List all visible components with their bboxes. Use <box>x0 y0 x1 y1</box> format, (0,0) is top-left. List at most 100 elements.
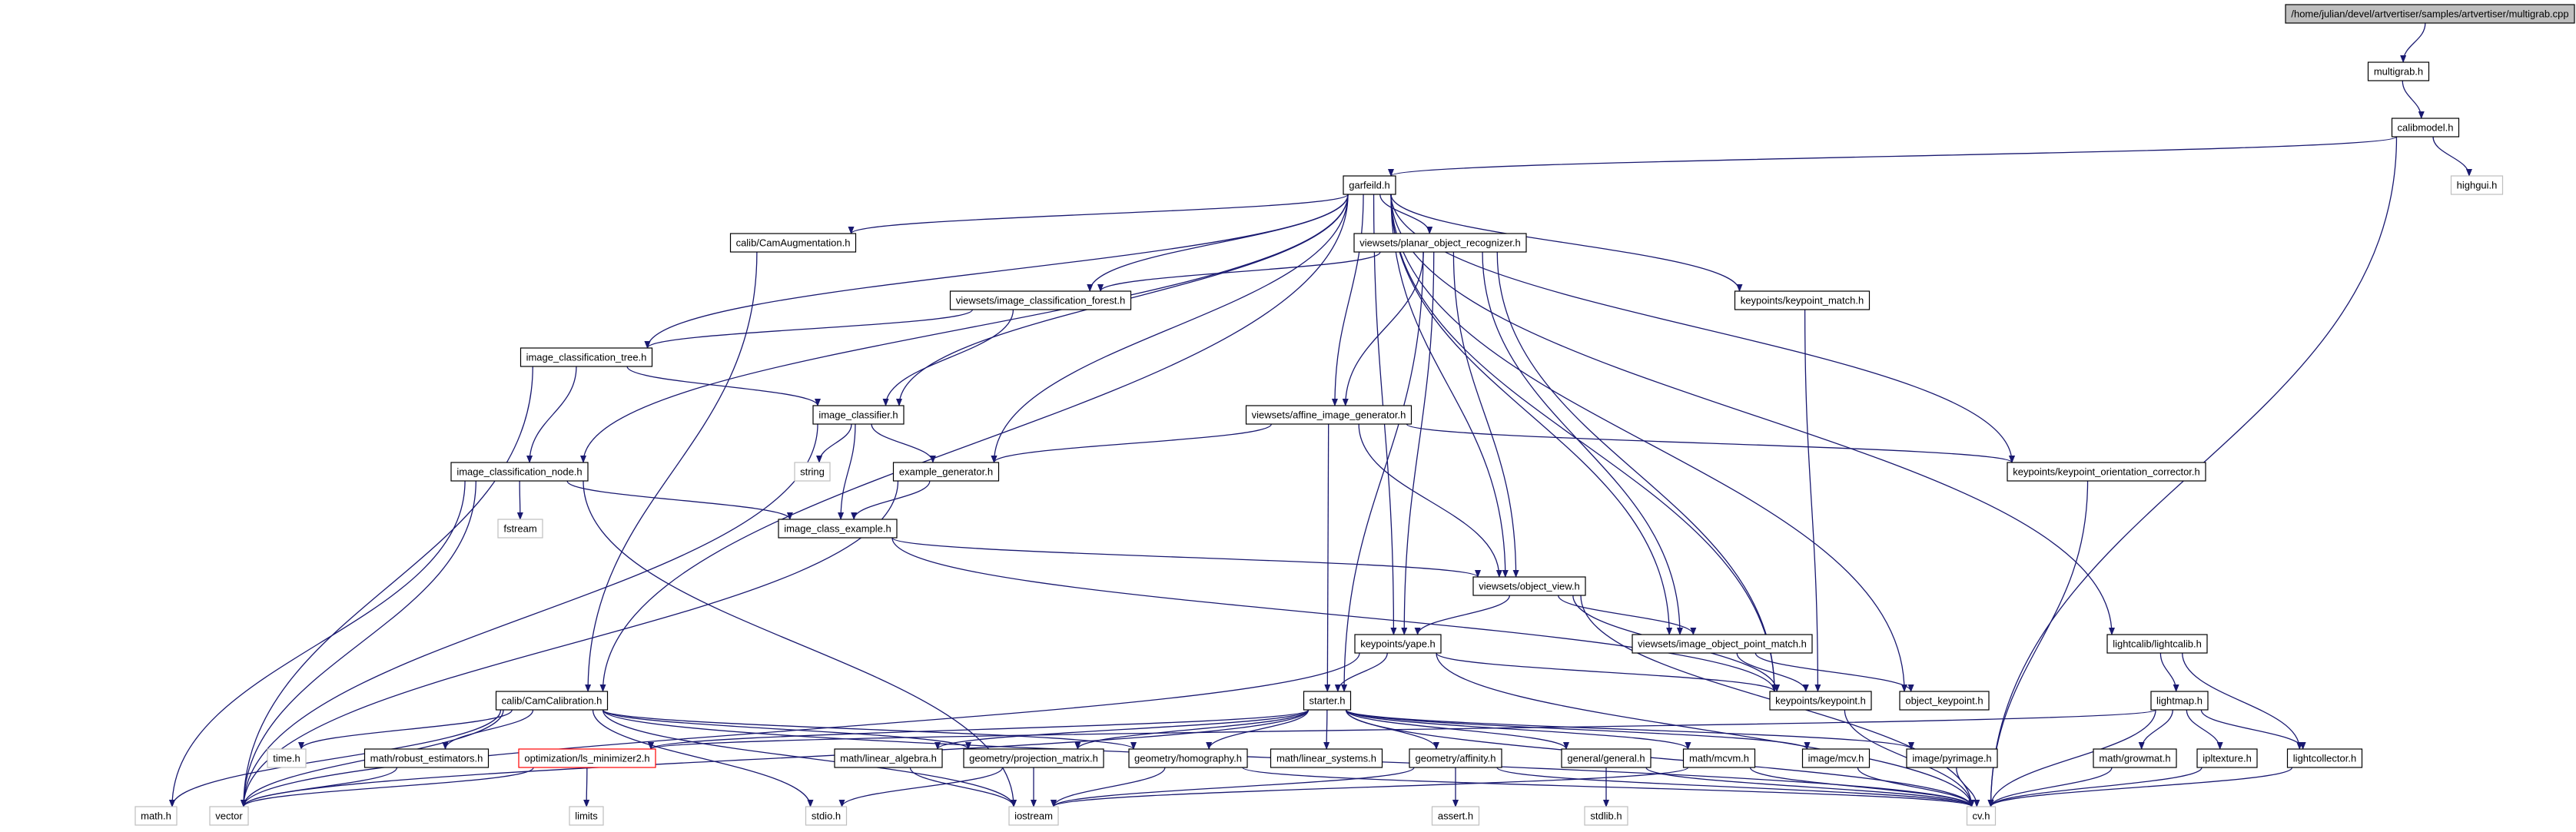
node-linalg-h[interactable]: math/linear_algebra.h <box>834 748 943 768</box>
node-growmat-h[interactable]: math/growmat.h <box>2093 748 2177 768</box>
node-projmat-h[interactable]: geometry/projection_matrix.h <box>963 748 1104 768</box>
node-label: keypoints/keypoint.h <box>1775 695 1866 707</box>
edge-garfeild-h-to-lightcalib-h <box>1390 194 2115 635</box>
node-fstream: fstream <box>497 519 543 539</box>
edge-affine-h-to-examplegen-h <box>991 423 1272 463</box>
node-box <box>1906 748 1998 768</box>
node-label: geometry/affinity.h <box>1415 753 1495 764</box>
edge-lsmin-h-to-vector <box>241 767 534 807</box>
node-icnode-h[interactable]: image_classification_node.h <box>450 462 589 482</box>
edge-ictree-h-to-vector <box>241 366 533 807</box>
node-camcalib-h[interactable]: calib/CamCalibration.h <box>495 691 609 711</box>
edge-starter-h-to-linalg-h <box>934 709 1310 750</box>
node-box <box>1561 748 1651 768</box>
node-label: lightcalib/lightcalib.h <box>2113 638 2202 650</box>
edge-lightmap-h-to-lightcollector-h <box>2200 709 2306 750</box>
edge-lightcalib-h-to-lightmap-h <box>2159 652 2179 692</box>
node-box <box>805 806 848 826</box>
edge-kpmatch-h-to-kp-h <box>1804 309 1821 692</box>
edge-camcalib-h-to-stdio-h <box>592 709 814 807</box>
edge-icnode-h-to-icexample-h <box>566 480 793 520</box>
node-planar-h[interactable]: viewsets/planar_object_recognizer.h <box>1353 233 1527 253</box>
node-ictree-h[interactable]: image_classification_tree.h <box>520 347 653 367</box>
node-box <box>1966 806 1997 826</box>
edge-affinity-h-to-iostream <box>1051 767 1415 807</box>
edge-iopm-h-to-kp-h <box>1736 652 1809 692</box>
edge-planar-h-to-iopm-h <box>1482 251 1683 635</box>
node-camaug-h[interactable]: calib/CamAugmentation.h <box>729 233 857 253</box>
node-pyrimage-h[interactable]: image/pyrimage.h <box>1906 748 1998 768</box>
node-iopm-h[interactable]: viewsets/image_object_point_match.h <box>1632 634 1813 654</box>
node-classifier-h[interactable]: image_classifier.h <box>812 405 905 425</box>
node-label: lightmap.h <box>2156 695 2203 707</box>
node-objkp-h[interactable]: object_keypoint.h <box>1899 691 1990 711</box>
node-multigrab-h[interactable]: multigrab.h <box>2367 61 2430 81</box>
node-lightcalib-h[interactable]: lightcalib/lightcalib.h <box>2106 634 2208 654</box>
edge-calibmodel-h-to-highgui-h <box>2432 136 2472 177</box>
node-kp-h[interactable]: keypoints/keypoint.h <box>1769 691 1872 711</box>
node-box <box>892 462 1000 482</box>
edge-garfeild-h-to-kpmatch-h <box>1390 194 1743 292</box>
node-mcv-h[interactable]: image/mcv.h <box>1801 748 1871 768</box>
node-box <box>1734 290 1871 310</box>
node-yape-h[interactable]: keypoints/yape.h <box>1354 634 1442 654</box>
edge-camcalib-h-to-math-h <box>169 709 502 807</box>
edge-camcalib-h-to-homog-h <box>602 709 1137 750</box>
node-box <box>2286 748 2363 768</box>
node-affinity-h[interactable]: geometry/affinity.h <box>1409 748 1502 768</box>
node-box <box>812 405 905 425</box>
edge-yape-h-to-kp-h <box>1436 652 1778 692</box>
node-label: image/pyrimage.h <box>1912 753 1991 764</box>
node-affine-h[interactable]: viewsets/affine_image_generator.h <box>1245 405 1412 425</box>
edge-camaug-h-to-camcalib-h <box>585 251 758 692</box>
node-label: viewsets/affine_image_generator.h <box>1252 409 1406 421</box>
node-general-h[interactable]: general/general.h <box>1561 748 1651 768</box>
node-label: limits <box>575 810 598 822</box>
node-label: keypoints/keypoint_match.h <box>1741 295 1864 307</box>
edge-root-to-multigrab-h <box>2400 22 2426 63</box>
node-lsmin-h[interactable]: optimization/ls_minimizer2.h <box>518 748 656 768</box>
node-examplegen-h[interactable]: example_generator.h <box>892 462 1000 482</box>
node-time-h: time.h <box>267 748 307 768</box>
node-box <box>1682 748 1756 768</box>
node-box <box>1899 691 1990 711</box>
node-math-h: math.h <box>134 806 178 826</box>
node-icexample-h[interactable]: image_class_example.h <box>778 519 898 539</box>
node-label: general/general.h <box>1567 753 1645 764</box>
edge-starter-h-to-cv-h <box>1345 709 1975 807</box>
node-kpmatch-h[interactable]: keypoints/keypoint_match.h <box>1734 290 1871 310</box>
edge-starter-h-to-linsys-h <box>1323 709 1330 750</box>
node-root[interactable]: /home/julian/devel/artvertiser/samples/a… <box>2285 4 2575 24</box>
node-lightcollector-h[interactable]: lightcollector.h <box>2286 748 2363 768</box>
node-label: image_classifier.h <box>818 409 898 421</box>
edge-general-h-to-cv-h <box>1645 767 1975 807</box>
edge-starter-h-to-mcvm-h <box>1345 709 1691 750</box>
node-calibmodel-h[interactable]: calibmodel.h <box>2391 118 2460 138</box>
node-homog-h[interactable]: geometry/homography.h <box>1128 748 1248 768</box>
node-box <box>1769 691 1872 711</box>
node-mcvm-h[interactable]: math/mcvm.h <box>1682 748 1756 768</box>
edge-camcalib-h-to-iostream <box>602 709 1017 807</box>
node-label: viewsets/image_object_point_match.h <box>1638 638 1807 650</box>
node-garfeild-h[interactable]: garfeild.h <box>1343 175 1396 195</box>
node-ipltexture-h[interactable]: ipltexture.h <box>2196 748 2258 768</box>
node-lightmap-h[interactable]: lightmap.h <box>2150 691 2209 711</box>
node-icforest-h[interactable]: viewsets/image_classification_forest.h <box>949 290 1132 310</box>
node-box <box>1270 748 1383 768</box>
edge-iopm-h-to-objkp-h <box>1754 652 1914 692</box>
edge-classifier-h-to-string <box>816 423 852 463</box>
node-label: vector <box>215 810 243 822</box>
node-label: string <box>800 466 825 478</box>
node-label: multigrab.h <box>2374 66 2423 78</box>
node-robust-h[interactable]: math/robust_estimators.h <box>363 748 490 768</box>
edge-planar-h-to-icforest-h <box>1097 251 1381 292</box>
node-objview-h[interactable]: viewsets/object_view.h <box>1472 576 1586 596</box>
node-box <box>1245 405 1412 425</box>
edge-examplegen-h-to-vector <box>241 480 899 807</box>
node-kporient-h[interactable]: keypoints/keypoint_orientation_corrector… <box>2007 462 2206 482</box>
edge-growmat-h-to-cv-h <box>1987 767 2113 807</box>
node-starter-h[interactable]: starter.h <box>1303 691 1352 711</box>
node-iostream: iostream <box>1008 806 1059 826</box>
node-linsys-h[interactable]: math/linear_systems.h <box>1270 748 1383 768</box>
